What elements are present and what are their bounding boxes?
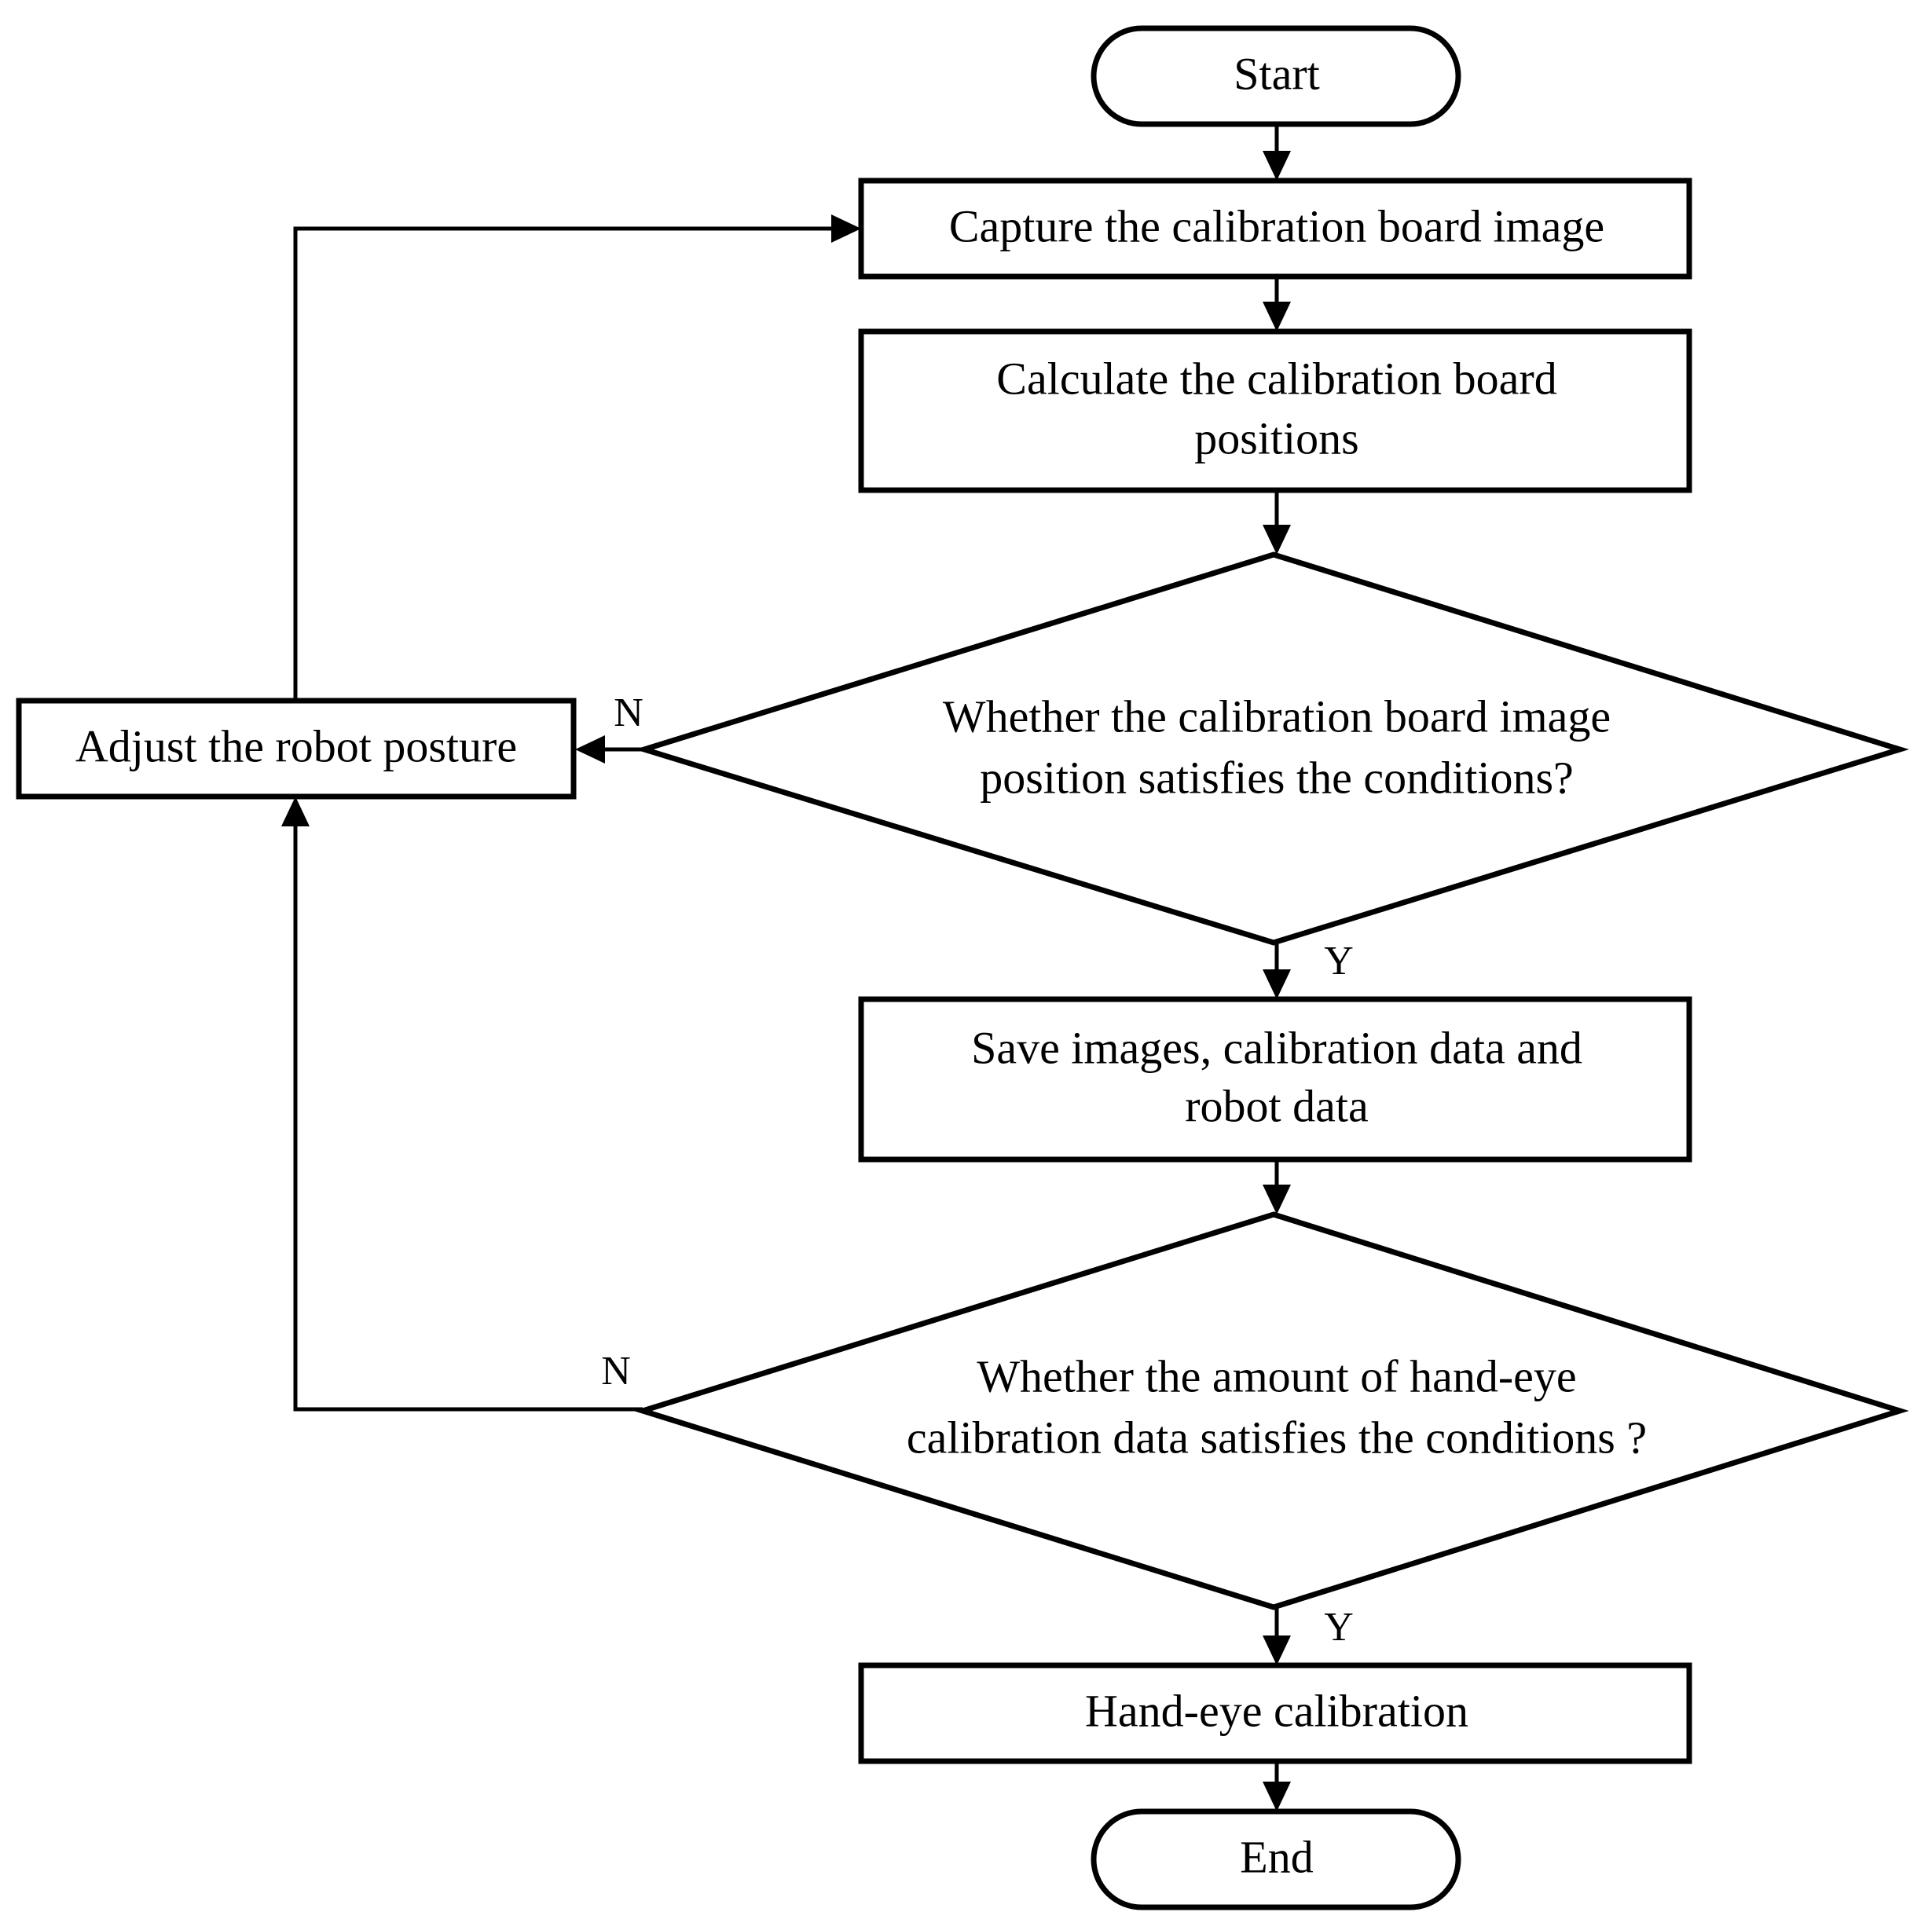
end-terminator <box>1091 1808 1461 1910</box>
handeye-node: Hand-eye calibration <box>858 1662 1692 1764</box>
arrowhead-decision1-to-adjust <box>575 735 605 764</box>
save-label-line2: robot data <box>1185 1080 1369 1131</box>
end-node: End <box>1091 1808 1461 1910</box>
decision2-label-line2: calibration data satisfies the condition… <box>907 1412 1647 1463</box>
decision2-label-line1: Whether the amount of hand-eye <box>977 1350 1576 1401</box>
start-node: Start <box>1091 25 1461 127</box>
handeye-box <box>858 1662 1692 1764</box>
handeye-label: Hand-eye calibration <box>1085 1685 1468 1736</box>
decision1-node: Whether the calibration board image posi… <box>635 551 1909 946</box>
capture-node: Capture the calibration board image <box>858 178 1692 280</box>
arrowhead-adjust-to-capture <box>831 214 861 243</box>
calculate-label-line1: Calculate the calibration board <box>996 353 1556 404</box>
decision1-diamond <box>635 551 1909 946</box>
arrow-decision2-to-adjust <box>293 826 643 1412</box>
yes-label-decision2: Y <box>1324 1605 1354 1650</box>
arrowhead-calculate-to-decision1 <box>1263 525 1291 555</box>
arrow-adjust-to-capture <box>293 226 831 701</box>
save-label-line1: Save images, calibration data and <box>971 1022 1582 1073</box>
calculate-box <box>858 328 1692 493</box>
arrowhead-decision1-to-save <box>1263 969 1291 999</box>
decision2-node: Whether the amount of hand-eye calibrati… <box>633 1211 1909 1610</box>
yes-label-decision1: Y <box>1324 939 1354 983</box>
end-label: End <box>1240 1831 1313 1882</box>
no-label-decision1: N <box>614 690 643 735</box>
decision1-label-line2: position satisfies the conditions? <box>980 752 1574 803</box>
save-box <box>858 996 1692 1163</box>
adjust-node: Adjust the robot posture <box>16 698 577 800</box>
decision1-label-line1: Whether the calibration board image <box>943 690 1611 742</box>
arrowhead-handeye-to-end <box>1263 1782 1291 1811</box>
no-label-decision2: N <box>601 1349 631 1394</box>
adjust-label: Adjust the robot posture <box>75 720 517 771</box>
branch-labels: N N Y Y <box>601 690 1354 1650</box>
decision2-diamond <box>633 1211 1909 1610</box>
start-terminator <box>1091 25 1461 127</box>
connectors <box>281 124 1291 1811</box>
arrowhead-start-to-capture <box>1263 151 1291 181</box>
arrowhead-capture-to-calculate <box>1263 302 1291 331</box>
start-label: Start <box>1234 48 1320 99</box>
arrowhead-decision2-to-adjust <box>281 797 310 826</box>
arrowhead-save-to-decision2 <box>1263 1185 1291 1214</box>
capture-label: Capture the calibration board image <box>949 200 1604 251</box>
calculate-node: Calculate the calibration board position… <box>858 328 1692 493</box>
capture-box <box>858 178 1692 280</box>
arrowhead-decision2-to-handeye <box>1263 1635 1291 1665</box>
adjust-box <box>16 698 577 800</box>
calculate-label-line2: positions <box>1194 412 1359 463</box>
save-node: Save images, calibration data and robot … <box>858 996 1692 1163</box>
